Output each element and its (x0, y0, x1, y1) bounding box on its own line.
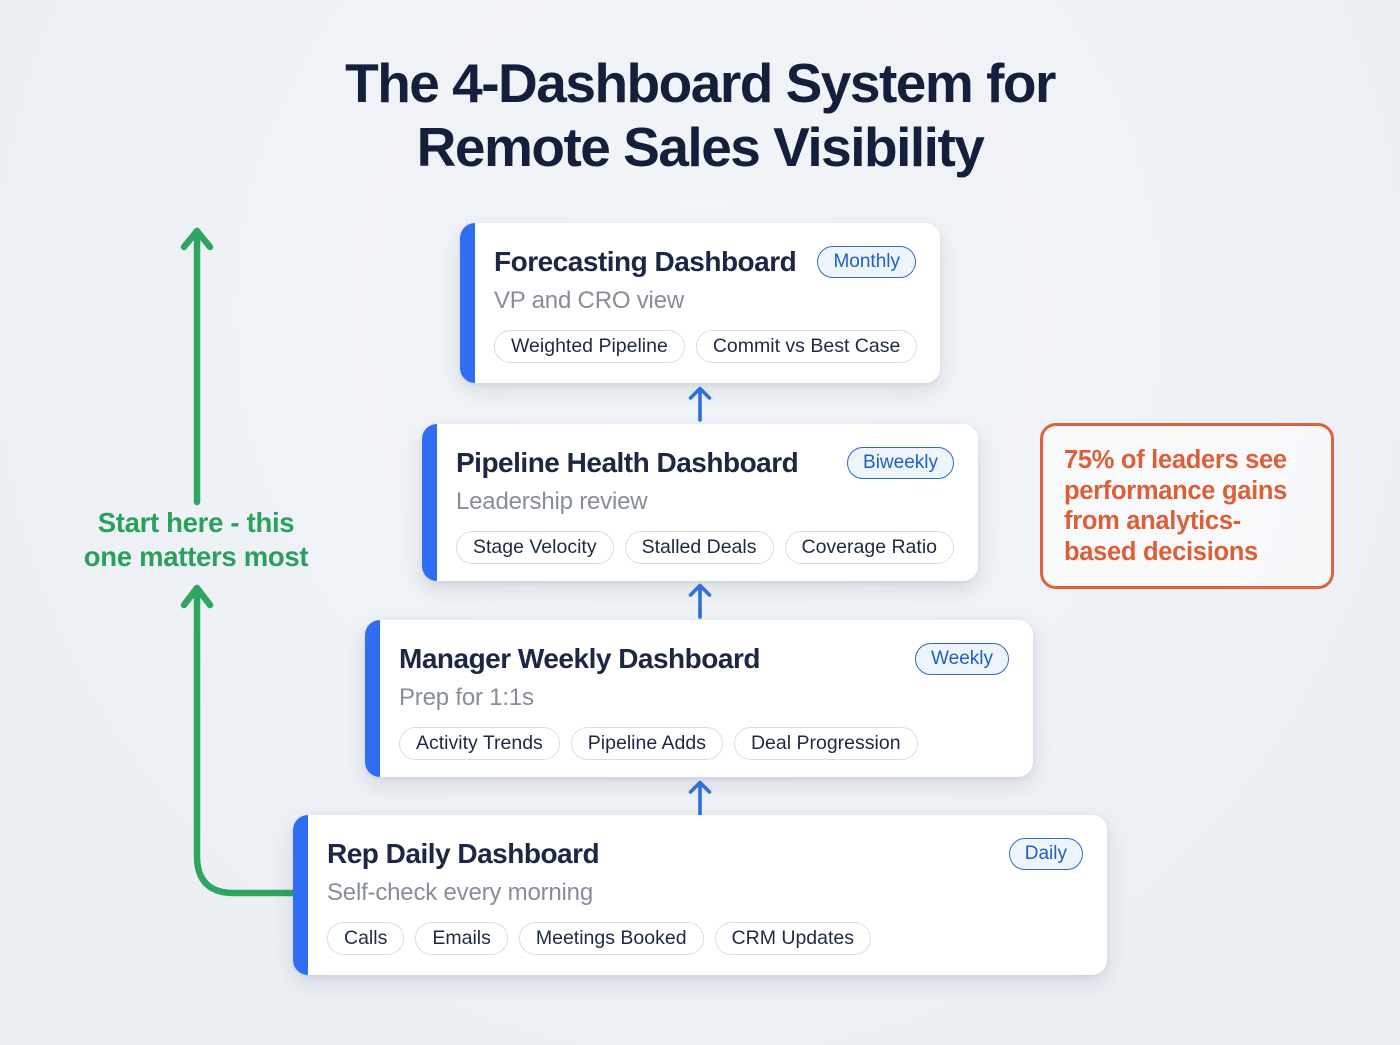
page-title: The 4-Dashboard System for Remote Sales … (0, 52, 1400, 180)
frequency-badge: Biweekly (847, 447, 954, 479)
start-arrow-lower-icon (180, 584, 302, 897)
metric-tag-row: Stage Velocity Stalled Deals Coverage Ra… (456, 531, 954, 564)
up-arrow-icon (688, 780, 712, 816)
start-arrow-upper-icon (180, 227, 214, 506)
card-manager-weekly-dashboard: Manager Weekly Dashboard Weekly Prep for… (365, 620, 1033, 777)
card-title: Pipeline Health Dashboard (456, 447, 799, 478)
card-accent-stripe (460, 223, 475, 383)
metric-tag: Commit vs Best Case (695, 330, 918, 363)
up-arrow-icon (688, 583, 712, 619)
metric-tag: Coverage Ratio (784, 531, 954, 564)
metric-tag: Meetings Booked (518, 922, 704, 955)
up-arrow-icon (688, 386, 712, 422)
metric-tag: Stalled Deals (624, 531, 774, 564)
stat-callout-text: 75% of leaders see performance gains fro… (1064, 446, 1288, 566)
stat-callout: 75% of leaders see performance gains fro… (1040, 423, 1334, 590)
metric-tag-row: Calls Emails Meetings Booked CRM Updates (327, 922, 1083, 955)
card-forecasting-dashboard: Forecasting Dashboard Monthly VP and CRO… (460, 223, 940, 383)
metric-tag: CRM Updates (714, 922, 872, 955)
start-here-label-line1: Start here - this (97, 507, 295, 538)
metric-tag: Calls (327, 922, 405, 955)
card-title: Manager Weekly Dashboard (399, 643, 760, 674)
card-rep-daily-dashboard: Rep Daily Dashboard Daily Self-check eve… (293, 815, 1107, 975)
start-here-label-line2: one matters most (83, 540, 309, 572)
frequency-badge: Daily (1008, 838, 1083, 870)
card-subtitle: VP and CRO view (494, 287, 684, 314)
page-title-line1: The 4-Dashboard System for (345, 52, 1056, 114)
metric-tag: Weighted Pipeline (494, 330, 685, 363)
card-title: Forecasting Dashboard (494, 246, 797, 277)
card-title: Rep Daily Dashboard (327, 838, 600, 869)
metric-tag-row: Weighted Pipeline Commit vs Best Case (494, 330, 918, 363)
metric-tag: Stage Velocity (456, 531, 614, 564)
card-accent-stripe (422, 424, 437, 581)
metric-tag: Deal Progression (733, 727, 918, 760)
metric-tag-row: Activity Trends Pipeline Adds Deal Progr… (399, 727, 1009, 760)
frequency-badge: Monthly (817, 246, 916, 278)
card-accent-stripe (293, 815, 308, 975)
frequency-badge: Weekly (915, 643, 1009, 675)
page-title-line2: Remote Sales Visibility (416, 115, 985, 178)
card-subtitle: Self-check every morning (327, 879, 593, 906)
metric-tag: Activity Trends (399, 727, 560, 760)
card-pipeline-health-dashboard: Pipeline Health Dashboard Biweekly Leade… (422, 424, 978, 581)
start-here-label: Start here - this one matters most (48, 506, 344, 573)
card-subtitle: Leadership review (456, 488, 648, 515)
metric-tag: Pipeline Adds (570, 727, 723, 760)
card-accent-stripe (365, 620, 380, 777)
card-subtitle: Prep for 1:1s (399, 684, 534, 711)
metric-tag: Emails (415, 922, 508, 955)
